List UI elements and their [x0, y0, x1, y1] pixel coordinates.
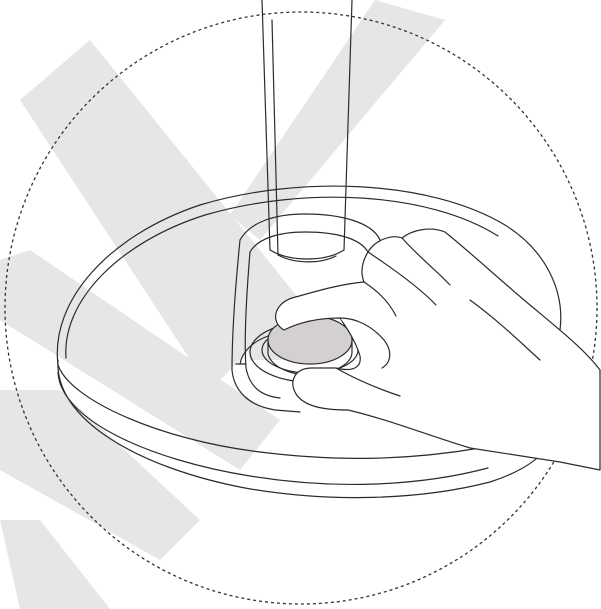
- boss-inner-top: [250, 232, 368, 252]
- watermark-band-4: [0, 520, 110, 609]
